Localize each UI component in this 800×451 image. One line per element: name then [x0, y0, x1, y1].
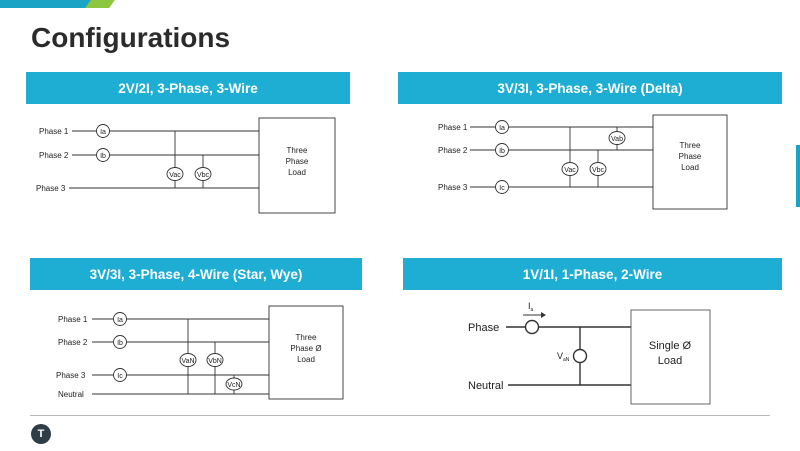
- three-phase-load-box: [268, 305, 344, 400]
- line-label-neutral: Neutral: [468, 380, 503, 392]
- meter-label-ia: Ia: [117, 317, 123, 324]
- meter-label-ib: Ib: [499, 148, 505, 155]
- load-label-line-3: Load: [681, 163, 699, 172]
- meter-label-vbc: Vbc: [197, 172, 210, 179]
- top-accent-bar: [0, 0, 120, 8]
- voltage-meter-vbc: Vbc: [194, 167, 212, 181]
- current-label-sub: a: [531, 307, 534, 313]
- load-label-line-1: Three: [296, 333, 317, 342]
- line-label-phase-1: Phase 1: [39, 127, 69, 136]
- current-meter-ib: Ib: [495, 143, 509, 157]
- company-logo: T: [31, 424, 51, 444]
- diagram-1v1i: Phase Neutral Ia VaN Single Ø Load: [468, 301, 711, 405]
- line-label-phase-3: Phase 3: [36, 184, 66, 193]
- load-label-line-3: Load: [288, 168, 306, 177]
- meter-label-vab: Vab: [611, 136, 623, 143]
- load-label-line-1: Single Ø: [649, 340, 692, 352]
- page-title: Configurations: [31, 22, 231, 53]
- meter-label-van: VaN: [181, 358, 194, 365]
- meter-label-vbn: VbN: [208, 358, 222, 365]
- current-meter-ia: [524, 319, 540, 335]
- voltage-meter-vbc: Vbc: [589, 162, 607, 176]
- current-meter-ia: Ia: [96, 124, 110, 138]
- load-label-line-2: Load: [658, 355, 682, 367]
- meter-label-vac: Vac: [169, 172, 181, 179]
- current-meter-ib: Ib: [96, 148, 110, 162]
- diagram-3v3i-delta: Phase 1 Phase 2 Phase 3 Ia Ib Ic Vab Vac…: [438, 114, 728, 210]
- voltage-meter-vac: Vac: [166, 167, 184, 181]
- line-label-phase: Phase: [468, 322, 499, 334]
- panel-header-2v2i: 2V/2I, 3-Phase, 3-Wire: [26, 72, 350, 104]
- meter-label-ia: Ia: [499, 125, 505, 132]
- voltage-label-van: VaN: [557, 351, 570, 363]
- accent-green: [85, 0, 115, 8]
- diagram-3v3i-wye: Phase 1 Phase 2 Phase 3 Neutral Ia Ib Ic…: [56, 305, 344, 400]
- single-phase-load-box: [630, 309, 711, 405]
- line-label-phase-3: Phase 3: [438, 183, 468, 192]
- load-label-line-1: Three: [680, 141, 701, 150]
- load-label-line-1: Three: [287, 146, 308, 155]
- voltage-label-v: V: [557, 351, 563, 361]
- load-label-line-2: Phase: [679, 152, 702, 161]
- diagram-2v2i: Phase 1 Phase 2 Phase 3 Ia Ib Vac Vbc Th…: [36, 117, 336, 214]
- meter-label-vcn: VcN: [227, 382, 240, 389]
- panel-header-3v3i-wye: 3V/3I, 3-Phase, 4-Wire (Star, Wye): [30, 258, 362, 290]
- current-label-ia: Ia: [528, 301, 534, 313]
- current-meter-ia: Ia: [113, 312, 127, 326]
- three-phase-load-box: [258, 117, 336, 214]
- line-label-phase-1: Phase 1: [438, 123, 468, 132]
- voltage-label-sub: aN: [563, 357, 570, 363]
- line-label-phase-1: Phase 1: [58, 315, 88, 324]
- line-label-phase-2: Phase 2: [58, 338, 88, 347]
- voltage-meter-van: [572, 348, 588, 364]
- panel-header-3v3i-delta: 3V/3I, 3-Phase, 3-Wire (Delta): [398, 72, 782, 104]
- line-label-phase-3: Phase 3: [56, 371, 86, 380]
- meter-label-vbc: Vbc: [592, 167, 605, 174]
- three-phase-load-box: [652, 114, 728, 210]
- meter-label-ia: Ia: [100, 129, 106, 136]
- current-meter-ia: Ia: [495, 120, 509, 134]
- voltage-meter-vab: Vab: [608, 131, 626, 145]
- current-meter-ic: Ic: [113, 368, 127, 382]
- current-arrow-icon: [523, 312, 546, 318]
- voltage-meter-vbn: VbN: [206, 353, 224, 367]
- voltage-meter-van: VaN: [179, 353, 197, 367]
- current-meter-ic: Ic: [495, 180, 509, 194]
- meter-label-ib: Ib: [117, 340, 123, 347]
- meter-label-vac: Vac: [564, 167, 576, 174]
- voltage-meter-vcn: VcN: [225, 377, 243, 391]
- line-label-phase-2: Phase 2: [438, 146, 468, 155]
- line-label-phase-2: Phase 2: [39, 151, 69, 160]
- voltage-meter-vac: Vac: [561, 162, 579, 176]
- current-label-i: I: [528, 301, 531, 311]
- load-label-line-3: Load: [297, 355, 315, 364]
- load-label-line-2: Phase: [286, 157, 309, 166]
- meter-label-ic: Ic: [499, 185, 505, 192]
- footer-divider: [30, 415, 770, 416]
- right-edge-marker: [796, 145, 800, 207]
- meter-label-ic: Ic: [117, 373, 123, 380]
- logo-mark: T: [37, 428, 45, 440]
- load-label-line-2: Phase Ø: [290, 344, 321, 353]
- current-meter-ib: Ib: [113, 335, 127, 349]
- panel-header-1v1i: 1V/1I, 1-Phase, 2-Wire: [403, 258, 782, 290]
- accent-blue: [0, 0, 96, 8]
- line-label-neutral: Neutral: [58, 390, 84, 399]
- meter-label-ib: Ib: [100, 153, 106, 160]
